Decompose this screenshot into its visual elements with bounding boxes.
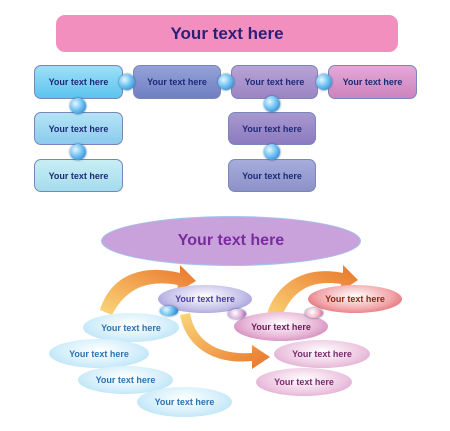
top-title-text: Your text here — [170, 23, 284, 43]
node-row1-c — [316, 74, 332, 90]
left-ellipse-2-label: Your text here — [69, 348, 129, 359]
row1-box-1: Your text here — [34, 65, 123, 99]
bottom-title-oval: Your text here — [101, 216, 361, 266]
row1-box-3-label: Your text here — [244, 77, 305, 87]
col3-box-1-label: Your text here — [242, 123, 302, 134]
col1-box-1: Your text here — [34, 112, 123, 145]
right-ellipse-2-label: Your text here — [292, 349, 352, 359]
left-ellipse-3-label: Your text here — [95, 375, 156, 385]
bottom-arrows — [100, 265, 358, 369]
arrow-left-up — [100, 265, 196, 315]
col3-box-1: Your text here — [228, 112, 316, 145]
row1-box-3: Your text here — [231, 65, 318, 99]
node-row1-a — [119, 74, 135, 90]
center-ellipse-label: Your text here — [175, 294, 235, 304]
right-ellipse-3-label: Your text here — [274, 377, 334, 387]
bottom-title-text: Your text here — [177, 232, 285, 249]
col1-box-2-label: Your text here — [48, 170, 109, 181]
right-ellipse-1-label: Your text here — [325, 294, 385, 304]
left-ellipse-4-label: Your text here — [154, 397, 215, 407]
bottom-node-far-right — [305, 308, 323, 318]
row1-box-4: Your text here — [328, 65, 417, 99]
node-col3-b — [264, 144, 280, 160]
bottom-node-right — [228, 309, 246, 319]
node-col1-b — [70, 144, 86, 160]
row1-box-2: Your text here — [133, 65, 221, 99]
col3-box-2: Your text here — [228, 159, 316, 192]
col1-box-2: Your text here — [34, 159, 123, 192]
col3-box-2-label: Your text here — [242, 170, 302, 181]
right-ellipse-2: Your text here — [274, 340, 370, 368]
left-ellipse-1-label: Your text here — [101, 322, 161, 333]
node-row1-b — [218, 74, 234, 90]
row1-box-4-label: Your text here — [342, 77, 403, 87]
right-ellipse-1: Your text here — [308, 285, 402, 313]
top-title-box: Your text here — [56, 15, 398, 52]
left-ellipse-2: Your text here — [49, 339, 149, 368]
row1-box-2-label: Your text here — [147, 77, 207, 87]
node-col3-a — [264, 96, 280, 112]
right-ellipse-3: Your text here — [256, 368, 352, 396]
row1-box-1-label: Your text here — [48, 77, 109, 87]
bottom-node-left — [160, 306, 178, 316]
col1-box-1-label: Your text here — [48, 123, 109, 134]
right-center-ellipse-label: Your text here — [251, 321, 311, 332]
arrow-right-up — [266, 265, 358, 321]
left-ellipse-4: Your text here — [137, 387, 232, 417]
arrow-center-down — [180, 313, 270, 369]
left-ellipse-1: Your text here — [83, 313, 179, 342]
node-col1-a — [70, 98, 86, 114]
